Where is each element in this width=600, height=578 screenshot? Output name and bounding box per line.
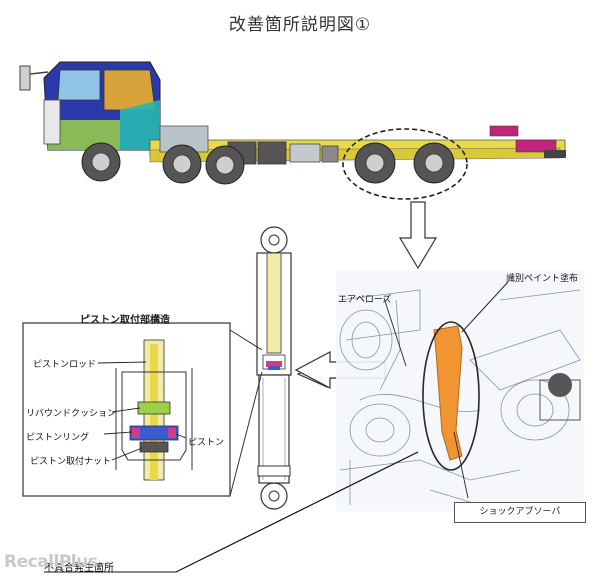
label-piston-rod: ピストンロッド xyxy=(33,360,97,370)
label-piston-ring: ピストンリング xyxy=(26,433,90,443)
detail-box-title: ピストン取付部構造 xyxy=(80,315,170,326)
label-piston-nut: ピストン取付ナット xyxy=(30,457,112,467)
label-air-bellows: エアベローズ xyxy=(338,295,392,305)
piston-detail-drawing xyxy=(115,339,193,481)
page-title: 改善箇所説明図① xyxy=(228,15,372,35)
brand-logo: RecallPlus xyxy=(4,552,98,572)
truck-illustration xyxy=(19,61,566,200)
label-paint: 識別ペイント塗布 xyxy=(506,274,579,284)
label-shock-absorber: ショックアブソーバ xyxy=(454,502,586,523)
shock-absorber-drawing xyxy=(256,226,292,510)
chassis-photo xyxy=(336,270,584,512)
defect-leader-line xyxy=(175,451,419,573)
label-rebound-cushion: リバウンドクッション xyxy=(26,409,117,419)
highlighted-shock-absorber xyxy=(433,325,463,461)
down-arrow xyxy=(398,201,438,270)
defect-location-label: 不具合発生箇所 xyxy=(44,563,114,574)
label-piston: ピストン xyxy=(188,438,225,448)
photo-highlight-ellipse xyxy=(422,321,480,471)
highlight-ellipse xyxy=(342,128,468,200)
